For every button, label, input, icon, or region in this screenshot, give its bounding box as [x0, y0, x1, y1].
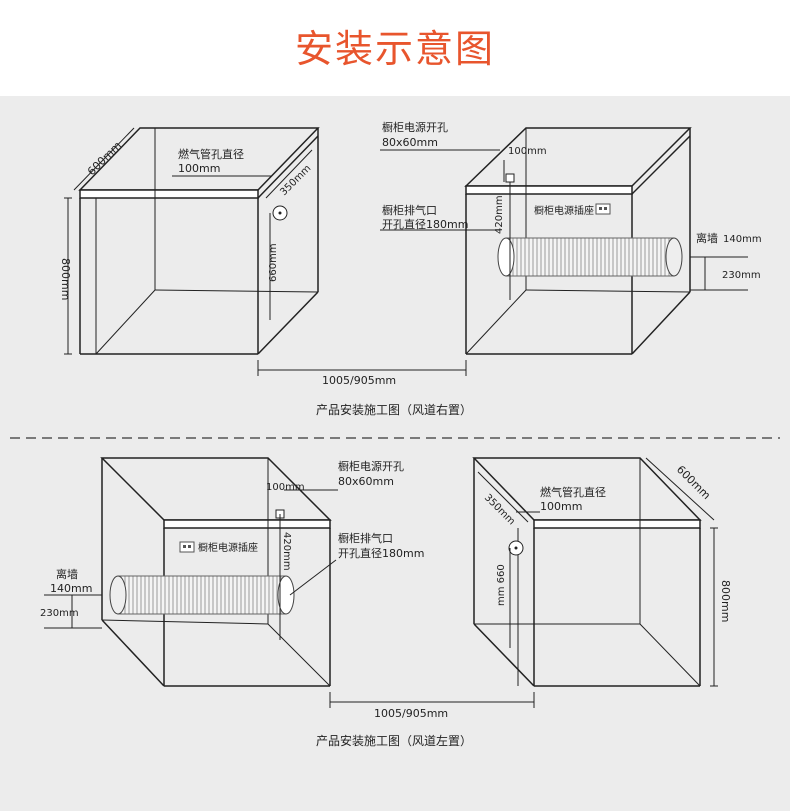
bottom-socket-icon [179, 541, 195, 553]
top-wall-value: 140mm [723, 234, 762, 245]
bottom-exhaust-value: 开孔直径180mm [338, 546, 424, 560]
top-dist-100: 100mm [508, 146, 547, 157]
page-title: 安装示意图 [294, 27, 495, 71]
top-dist-350: 350mm [278, 163, 313, 198]
bottom-gas-value: 100mm [540, 500, 582, 513]
top-width-label: 600mm [85, 139, 124, 178]
bottom-dim-230: 230mm [40, 608, 79, 619]
bottom-exhaust-title: 橱柜排气口 [338, 531, 393, 545]
top-power-value: 80x60mm [382, 136, 438, 149]
bottom-dist-420: 420mm [281, 532, 292, 571]
top-exhaust-duct [497, 237, 683, 277]
bottom-gas-title: 燃气管孔直径 [540, 485, 606, 499]
bottom-dimension-lines [44, 457, 718, 708]
top-gas-title: 燃气管孔直径 [178, 147, 244, 161]
bottom-power-value: 80x60mm [338, 475, 394, 488]
bottom-left-cabinet [100, 457, 332, 687]
top-left-cabinet [78, 127, 320, 355]
top-dim-230: 230mm [722, 270, 761, 281]
top-height-label: 800mm [59, 258, 72, 300]
top-width-bottom: 1005/905mm [322, 374, 396, 387]
top-dimension-lines [64, 127, 748, 376]
top-diagram [78, 127, 692, 355]
bottom-diagram [100, 457, 702, 687]
bottom-dist-100: 100mm [266, 482, 305, 493]
bottom-right-cabinet [472, 457, 702, 687]
bottom-exhaust-duct [109, 575, 295, 615]
top-socket-label: 橱柜电源插座 [534, 204, 594, 217]
top-gas-value: 100mm [178, 162, 220, 175]
top-dist-660: 660mm [268, 243, 279, 282]
bottom-dist-660: mm 660 [496, 564, 507, 606]
top-gas-hole-icon [272, 205, 288, 221]
bottom-wall-value: 140mm [50, 582, 92, 595]
top-caption: 产品安装施工图（风道右置） [316, 402, 472, 417]
top-dist-420: 420mm [494, 195, 505, 234]
bottom-caption: 产品安装施工图（风道左置） [316, 733, 472, 748]
bottom-width-bottom: 1005/905mm [374, 707, 448, 720]
bottom-height-label: 800mm [719, 580, 732, 622]
top-right-cabinet [464, 127, 692, 355]
bottom-gas-hole-icon [508, 540, 524, 556]
top-wall-label: 离墙 [696, 231, 718, 245]
bottom-width-label: 600mm [674, 463, 713, 502]
bottom-wall-label: 离墙 [56, 567, 78, 581]
diagram-background [0, 96, 790, 811]
top-power-hole-icon [505, 173, 515, 183]
bottom-power-title: 橱柜电源开孔 [338, 459, 404, 473]
bottom-socket-label: 橱柜电源插座 [198, 541, 258, 554]
top-exhaust-value: 开孔直径180mm [382, 217, 468, 231]
top-socket-icon [595, 203, 611, 215]
top-power-title: 橱柜电源开孔 [382, 120, 448, 134]
top-exhaust-title: 橱柜排气口 [382, 203, 437, 217]
